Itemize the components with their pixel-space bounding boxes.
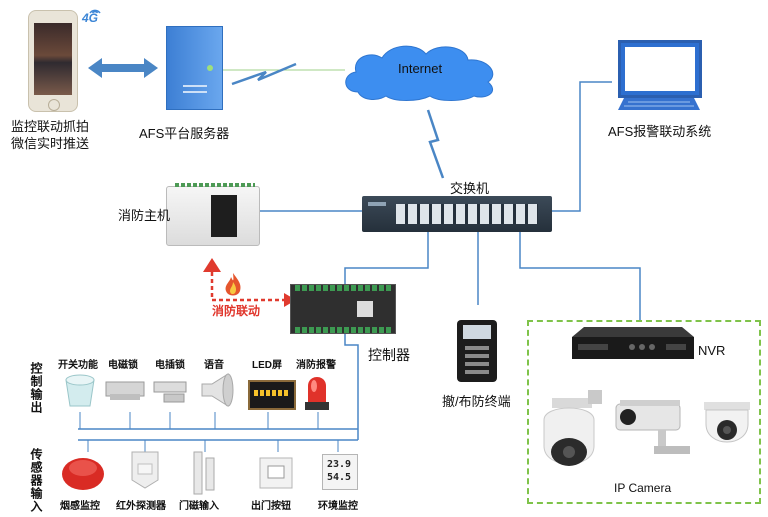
- terminal-label: 撤/布防终端: [442, 394, 511, 409]
- smartphone: [28, 10, 78, 112]
- output-fire-alarm-label: 消防报警: [296, 360, 336, 371]
- controller-terminals-bottom: [295, 327, 391, 333]
- output-led-label: LED屏: [252, 360, 282, 371]
- nvr-camera-group: [527, 320, 761, 504]
- network-switch: [362, 196, 552, 232]
- controller-chip: [357, 301, 373, 317]
- environment-monitor: 23.9 54.5: [322, 454, 358, 490]
- control-output-label: 控制输出: [29, 362, 43, 414]
- server-label: AFS平台服务器: [139, 126, 230, 141]
- env-reading-1: 23.9: [327, 459, 352, 470]
- led-screen-text: [254, 390, 288, 396]
- speaker-icon: [201, 373, 234, 407]
- input-door-label: 门磁输入: [179, 501, 219, 512]
- fire-host-terminals: [175, 183, 255, 187]
- controller-label: 控制器: [368, 347, 410, 363]
- switch-module-icon: [65, 374, 95, 407]
- ptz-dome-camera-icon: [543, 390, 602, 466]
- bullet-camera-icon: [615, 400, 690, 454]
- switch-label: 交换机: [450, 181, 490, 196]
- server-tower: [166, 26, 223, 110]
- fire-host-display: [211, 195, 237, 237]
- input-environment-label: 环境监控: [318, 501, 358, 512]
- network-badge-4g: 4G: [82, 11, 99, 25]
- output-voice-label: 语音: [204, 360, 224, 371]
- input-smoke-label: 烟感监控: [60, 501, 100, 512]
- alarm-system-label: AFS报警联动系统: [608, 124, 712, 139]
- flame-icon: [225, 273, 241, 296]
- nvr-device: [572, 325, 694, 365]
- phone-label-line1: 监控联动抓拍: [11, 119, 90, 134]
- arrow-up-icon: [203, 258, 221, 272]
- ip-camera-label: IP Camera: [614, 481, 672, 495]
- phone-label-line2: 微信实时推送: [11, 136, 90, 151]
- internet-cloud: [345, 45, 494, 101]
- server-slot: [183, 91, 207, 93]
- nvr-label: NVR: [698, 343, 726, 358]
- fire-linkage-arrow: [210, 272, 286, 302]
- output-boltlock-label: 电插锁: [155, 360, 185, 371]
- env-reading-2: 54.5: [327, 472, 352, 483]
- internet-label: Internet: [398, 61, 443, 76]
- server-slot: [183, 85, 207, 87]
- access-controller-board: [290, 284, 396, 334]
- exit-button-icon: [259, 457, 293, 489]
- phone-home-button: [48, 99, 60, 111]
- led-screen: [248, 380, 296, 410]
- input-infrared-label: 红外探测器: [116, 501, 166, 512]
- fire-host-label: 消防主机: [118, 208, 171, 223]
- infrared-detector-icon: [131, 451, 159, 489]
- dome-camera-icon: [704, 402, 750, 443]
- monitor-screen: [625, 47, 695, 91]
- wireless-link-icon: [231, 62, 297, 86]
- terminal-screen: [463, 325, 491, 339]
- magnetic-lock-icon: [105, 381, 145, 400]
- door-contact-icon: [193, 451, 215, 495]
- double-arrow-icon: [88, 58, 158, 78]
- switch-logo: [368, 202, 386, 206]
- bolt-lock-icon: [153, 381, 187, 403]
- fire-linkage-label: 消防联动: [212, 304, 261, 318]
- input-exit-button-label: 出门按钮: [251, 501, 291, 512]
- server-led: [207, 65, 213, 71]
- wireless-link-icon: [426, 109, 445, 179]
- fire-host-panel: [166, 183, 260, 246]
- terminal-keypad: [465, 344, 489, 376]
- output-maglock-label: 电磁锁: [108, 360, 138, 371]
- controller-terminals-top: [295, 285, 391, 291]
- sensor-input-label: 传感器输入: [29, 448, 43, 513]
- arm-disarm-terminal: [457, 320, 497, 382]
- keyboard-icon: [618, 98, 700, 110]
- switch-ports: [396, 204, 538, 224]
- nvr-icon: [572, 327, 694, 359]
- signal-icon: [89, 9, 101, 14]
- monitor: [618, 40, 702, 98]
- phone-screen: [34, 23, 72, 95]
- output-switch-label: 开关功能: [58, 360, 98, 371]
- alarm-beacon-icon: [305, 377, 329, 410]
- smoke-detector-icon: [62, 458, 104, 490]
